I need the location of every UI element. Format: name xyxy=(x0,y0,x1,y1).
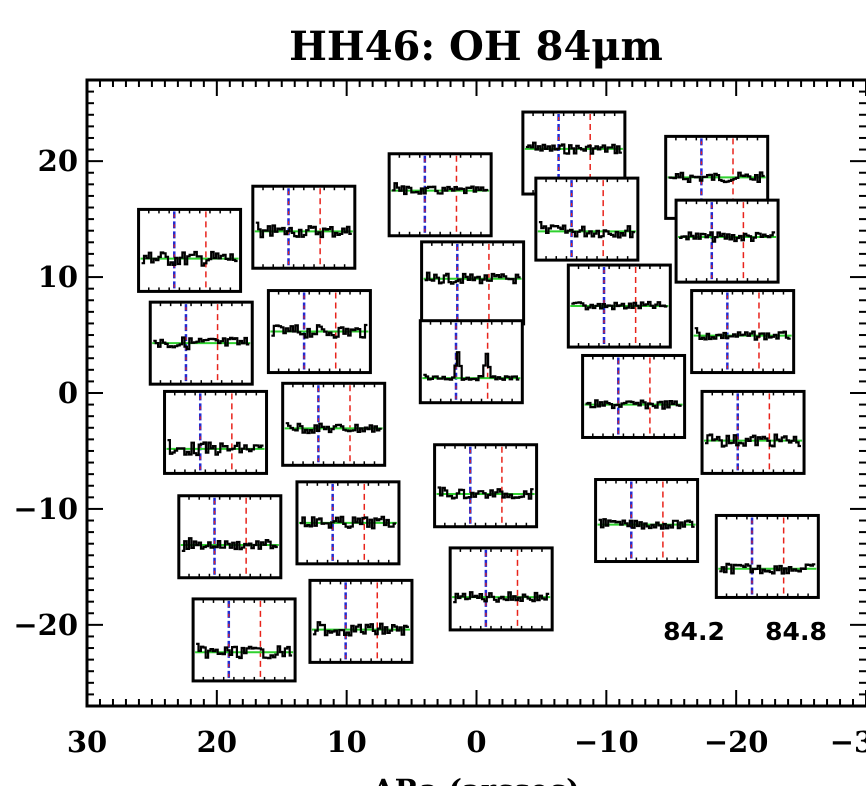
y-tick-labels: 20 10 0 −10 −20 xyxy=(13,144,78,642)
spectrum-trace xyxy=(668,171,765,184)
x-tick-labels: 30 20 10 0 −10 −20 −3 xyxy=(67,725,866,759)
spaxel-inset xyxy=(674,198,780,284)
x-tick-label: 20 xyxy=(197,725,237,759)
spectrum-trace xyxy=(437,486,534,500)
spectrum-trace xyxy=(285,422,382,435)
spectrum-trace xyxy=(585,399,682,410)
spectrum-trace xyxy=(679,231,776,243)
spectrum-trace xyxy=(705,433,801,448)
spectra-insets xyxy=(137,110,820,683)
x-tick-label: 0 xyxy=(466,725,486,759)
y-tick-label: 0 xyxy=(58,376,78,410)
spectrum-trace xyxy=(719,562,816,575)
inset-frame xyxy=(690,289,796,375)
spaxel-inset xyxy=(690,289,796,375)
inset-frame xyxy=(177,494,283,580)
spaxel-inset xyxy=(251,184,357,270)
x-tick-label: −10 xyxy=(574,725,639,759)
inset-frame xyxy=(700,389,806,475)
inset-frame xyxy=(448,546,554,632)
spaxel-inset xyxy=(420,240,526,326)
spaxel-inset xyxy=(448,546,554,632)
spectrum-trace xyxy=(538,221,635,239)
spectrum-trace xyxy=(424,271,521,285)
inset-frame xyxy=(714,513,820,599)
inset-frame xyxy=(420,240,526,326)
spectrum-trace xyxy=(196,642,293,660)
x-axis-label: ΔRa (arcsec) xyxy=(372,773,580,786)
y-tick-label: −20 xyxy=(13,608,78,642)
inset-frame xyxy=(191,597,297,683)
inset-wavelength-label-right: 84.8 xyxy=(765,617,827,646)
plot-axes xyxy=(85,78,866,708)
spaxel-inset xyxy=(191,597,297,683)
spaxel-inset xyxy=(308,578,414,664)
spectrum-trace xyxy=(423,351,520,382)
inset-frame xyxy=(433,443,539,529)
spaxel-inset xyxy=(137,207,243,293)
y-tick-label: 10 xyxy=(38,260,78,294)
spaxel-inset xyxy=(594,478,700,564)
inset-frame xyxy=(163,389,269,475)
inset-frame xyxy=(534,176,640,262)
spaxel-inset xyxy=(281,381,387,467)
spaxel-inset xyxy=(148,300,254,386)
spectrum-trace xyxy=(255,221,352,239)
spectrum-trace xyxy=(141,250,238,267)
inset-frame xyxy=(418,319,524,405)
x-tick-label: 10 xyxy=(326,725,366,759)
spaxel-inset xyxy=(433,443,539,529)
spectrum-trace xyxy=(392,182,489,196)
spaxel-inset xyxy=(266,289,372,375)
x-tick-label: 30 xyxy=(67,725,107,759)
spectrum-trace xyxy=(181,537,278,552)
spectrum-trace xyxy=(167,439,264,457)
spectrum-trace xyxy=(525,141,622,155)
spaxel-inset xyxy=(534,176,640,262)
spaxel-inset xyxy=(177,494,283,580)
y-tick-label: 20 xyxy=(38,144,78,178)
x-tick-label: −3 xyxy=(830,725,866,759)
spaxel-inset xyxy=(700,389,806,475)
spectrum-trace xyxy=(598,518,695,530)
spaxel-inset xyxy=(581,353,687,439)
spaxel-inset xyxy=(714,513,820,599)
inset-frame xyxy=(137,207,243,293)
spaxel-inset xyxy=(295,480,401,566)
spaxel-inset xyxy=(387,152,493,238)
spectrum-trace xyxy=(271,323,368,339)
inset-frame xyxy=(581,353,687,439)
chart-title: HH46: OH 84μm xyxy=(289,23,663,70)
spaxel-inset xyxy=(418,319,524,405)
spectrum-trace xyxy=(153,336,250,351)
inset-wavelength-label-left: 84.2 xyxy=(663,617,725,646)
inset-frame xyxy=(674,198,780,284)
spectrum-trace xyxy=(571,300,668,311)
spectrum-trace xyxy=(694,327,791,341)
spectrum-trace xyxy=(300,515,396,530)
spaxel-inset xyxy=(566,263,672,349)
spectrum-trace xyxy=(453,591,550,604)
spectrum-trace xyxy=(312,621,409,637)
y-tick-label: −10 xyxy=(13,492,78,526)
x-tick-label: −20 xyxy=(704,725,769,759)
spaxel-inset xyxy=(163,389,269,475)
inset-frame xyxy=(308,578,414,664)
